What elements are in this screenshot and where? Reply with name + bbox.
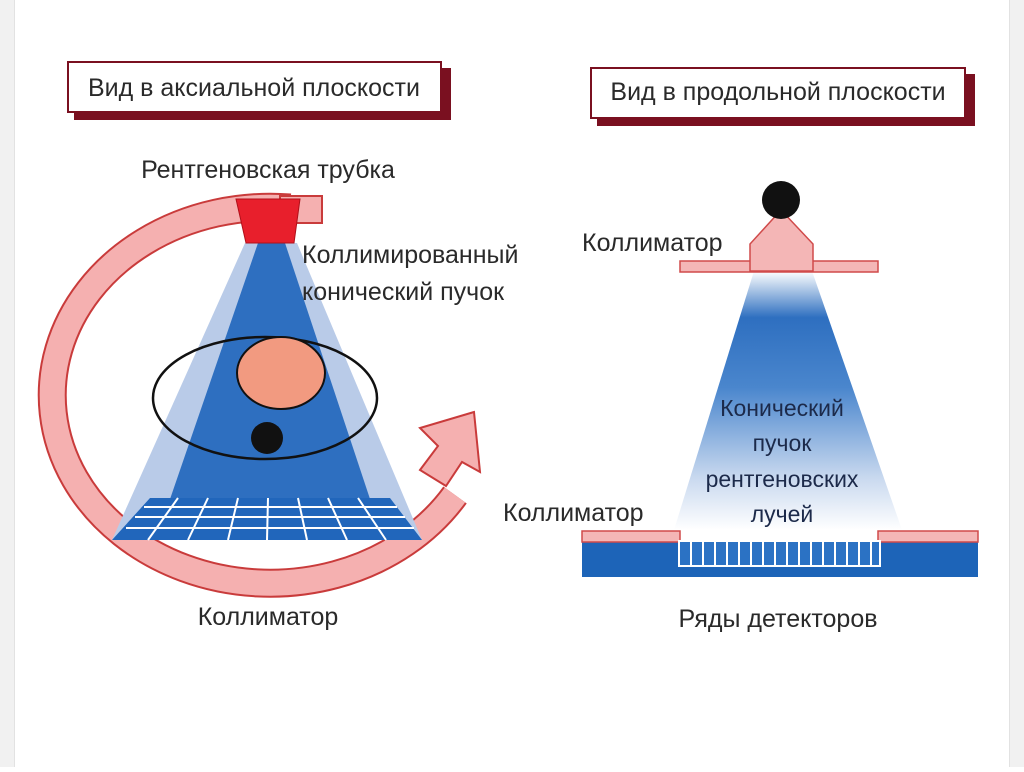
detector-grid xyxy=(112,497,422,541)
slide-frame-right xyxy=(1009,0,1024,767)
left-panel-title: Вид в аксиальной плоскости xyxy=(88,74,420,102)
left-collimator-label: Коллиматор xyxy=(198,603,339,631)
beam-text-line1: Конический xyxy=(720,395,844,421)
left-panel: Вид в аксиальной плоскости xyxy=(37,61,518,631)
organ-dot xyxy=(251,422,283,454)
patient-outline xyxy=(151,335,379,461)
bottom-collimator-left xyxy=(581,530,681,543)
longitudinal-beam xyxy=(674,271,902,530)
beam-label-line2: конический пучок xyxy=(302,278,505,306)
right-title-box: Вид в продольной плоскости xyxy=(590,67,975,126)
left-title-box: Вид в аксиальной плоскости xyxy=(67,61,451,120)
slide-frame-left xyxy=(0,0,15,767)
collimator-housing xyxy=(749,208,814,272)
top-collimator-label: Коллиматор xyxy=(582,229,723,257)
right-panel: Вид в продольной плоскости xyxy=(503,67,979,633)
right-panel-title: Вид в продольной плоскости xyxy=(610,78,945,106)
x-ray-tube-icon xyxy=(235,198,301,244)
right-title-frame xyxy=(590,67,966,119)
beam-text-line4: лучей xyxy=(751,501,814,527)
beam-text-line3: рентгеновских xyxy=(706,466,859,492)
organ-ellipse xyxy=(236,336,326,410)
detector-rows-label: Ряды детекторов xyxy=(679,605,878,633)
bottom-collimator-label: Коллиматор xyxy=(503,499,644,527)
x-ray-focal-spot-icon xyxy=(762,181,800,219)
detector-rows xyxy=(678,540,881,567)
tube-label: Рентгеновская трубка xyxy=(141,156,395,184)
bottom-collimator-right xyxy=(877,530,979,543)
left-title-frame xyxy=(67,61,442,113)
beam-label-line1: Коллимированный xyxy=(302,241,518,269)
beam-text-line2: пучок xyxy=(753,430,813,456)
